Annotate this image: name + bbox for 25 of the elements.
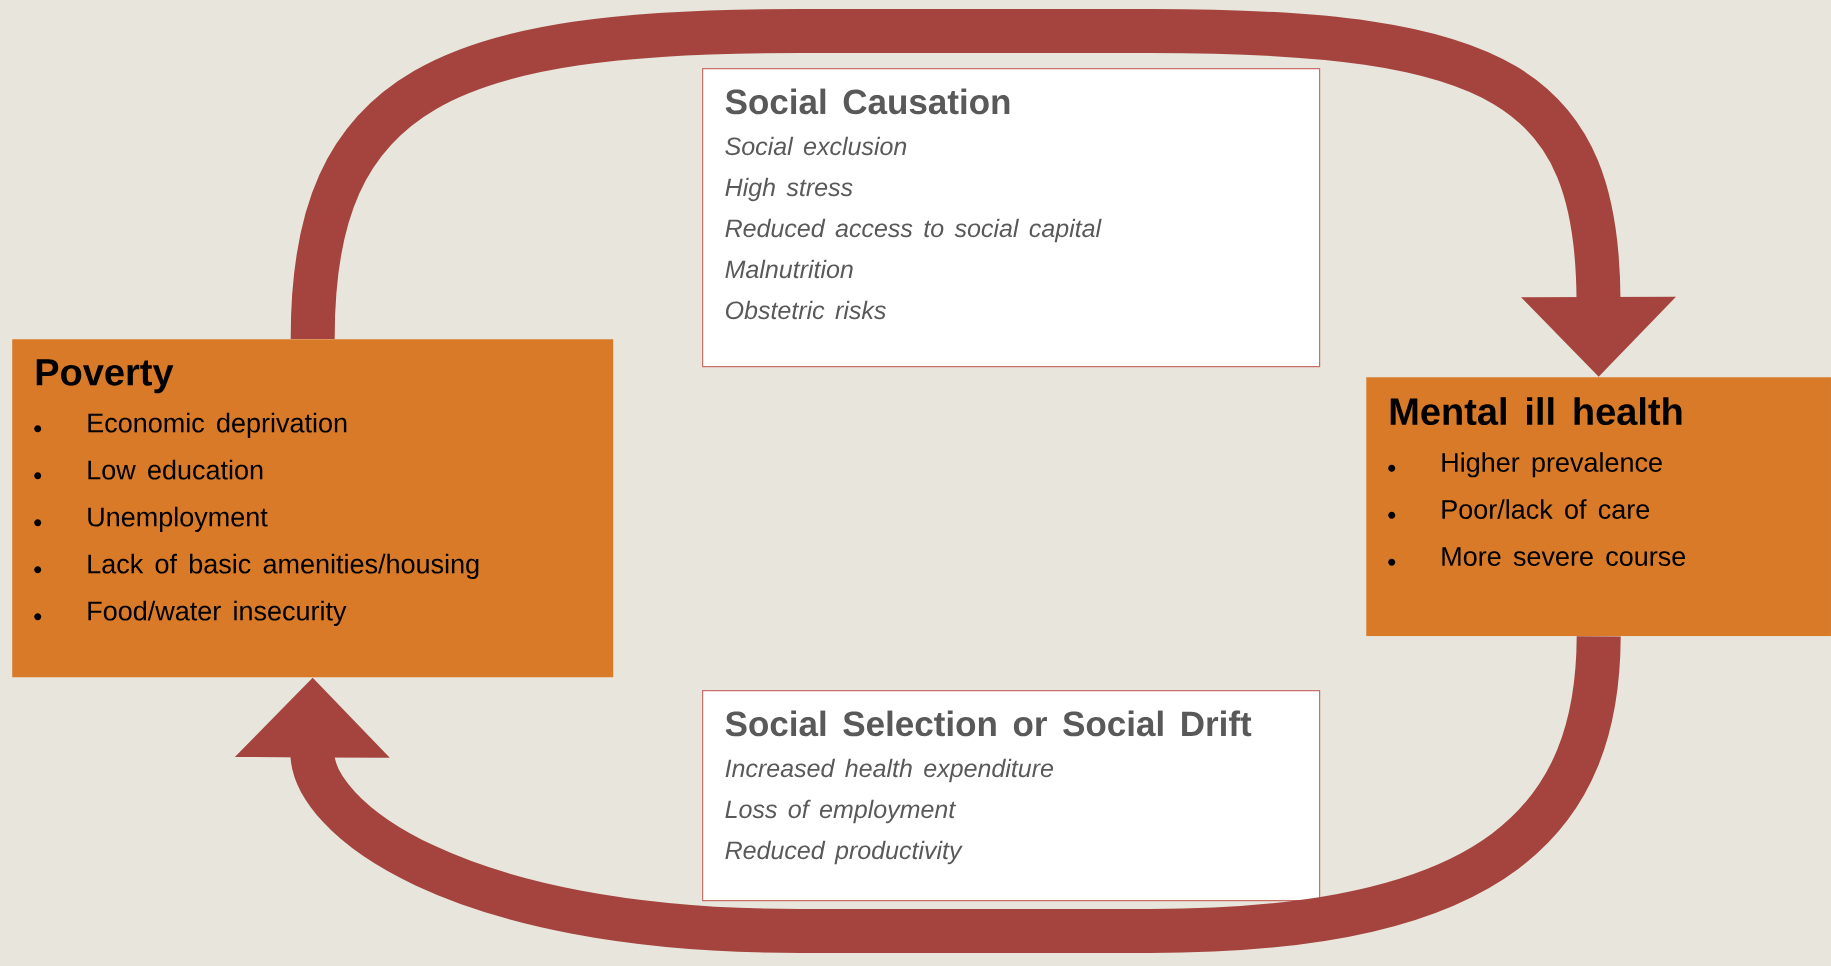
- curved-arrow: [234, 635, 1621, 953]
- list-item: Loss of employment: [725, 799, 957, 824]
- list-item: Higher prevalence: [1442, 452, 1662, 478]
- heading: Poverty: [36, 359, 174, 394]
- mechanism-box: [702, 68, 1321, 368]
- list-item: Obstetric risks: [725, 300, 886, 320]
- list-item: Reduced access to social capital: [725, 218, 1102, 243]
- list-item: Low education: [88, 459, 263, 480]
- list-item: Food/water insecurity: [88, 600, 347, 626]
- list-item: Increased health expenditure: [725, 758, 1053, 783]
- heading: Social Selection or Social Drift: [725, 710, 1252, 737]
- list-item: Social exclusion: [725, 136, 907, 156]
- heading: Mental ill health: [1390, 397, 1682, 426]
- list-item: High stress: [725, 177, 853, 202]
- list-item: Malnutrition: [725, 259, 853, 279]
- category-box: [12, 339, 614, 678]
- heading: Social Causation: [725, 88, 1010, 115]
- list-item: More severe course: [1442, 547, 1686, 566]
- list-item: Poor/lack of care: [1442, 499, 1650, 519]
- list-item: Economic deprivation: [88, 412, 347, 438]
- list-item: Unemployment: [88, 506, 268, 532]
- category-box: [1366, 377, 1831, 637]
- list-item: Lack of basic amenities/housing: [88, 553, 479, 579]
- list-item: Reduced productivity: [725, 840, 963, 865]
- mechanism-box: [702, 690, 1321, 902]
